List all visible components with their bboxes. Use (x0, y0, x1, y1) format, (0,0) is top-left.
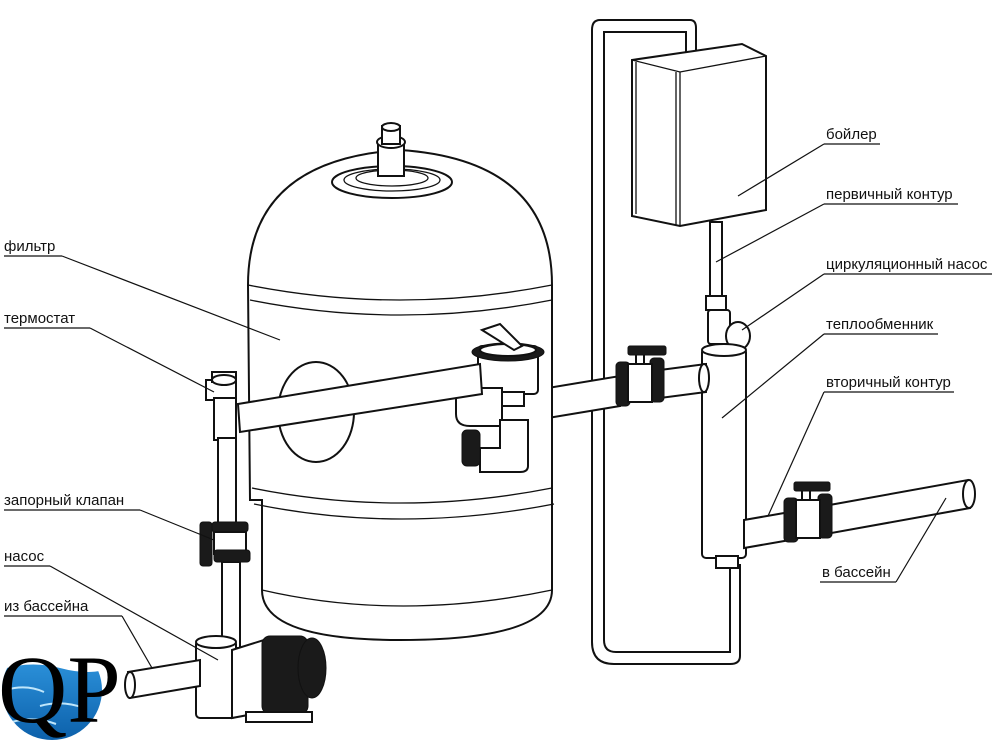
pump-riser-pipe (217, 437, 241, 649)
label-boiler: бойлер (826, 126, 877, 143)
leader-lines (4, 143, 992, 669)
label-shutoff-valve: запорный клапан (4, 492, 124, 509)
label-to-pool: в бассейн (822, 564, 891, 581)
heat-exchanger (701, 343, 747, 569)
filter-top-cap (331, 122, 453, 199)
union-valve-upper (615, 345, 667, 407)
qp-logo: QP (0, 636, 121, 743)
label-thermostat: термостат (4, 310, 75, 327)
from-pool-pipe (124, 658, 201, 700)
boiler (631, 42, 767, 228)
label-heat-exchanger: теплообменник (826, 316, 934, 333)
primary-circuit-pipe-loop (591, 19, 741, 665)
label-pump: насос (4, 548, 45, 565)
secondary-circuit-pipe (743, 478, 976, 550)
filter-elbows (455, 387, 529, 473)
label-filter: фильтр (4, 238, 55, 255)
thermostat (205, 371, 237, 441)
pump (195, 635, 327, 723)
label-secondary-circuit: вторичный контур (826, 374, 951, 391)
label-primary-circuit: первичный контур (826, 186, 953, 203)
label-from-pool: из бассейна (4, 598, 89, 615)
shutoff-valve (199, 521, 251, 567)
union-valve-lower (783, 481, 833, 543)
filter-to-thermostat-pipe (236, 362, 484, 434)
multiport-valve (471, 322, 545, 407)
logo-text: QP (0, 636, 121, 743)
label-circulation-pump: циркуляционный насос (826, 256, 988, 273)
primary-circuit-pipe (705, 221, 727, 311)
